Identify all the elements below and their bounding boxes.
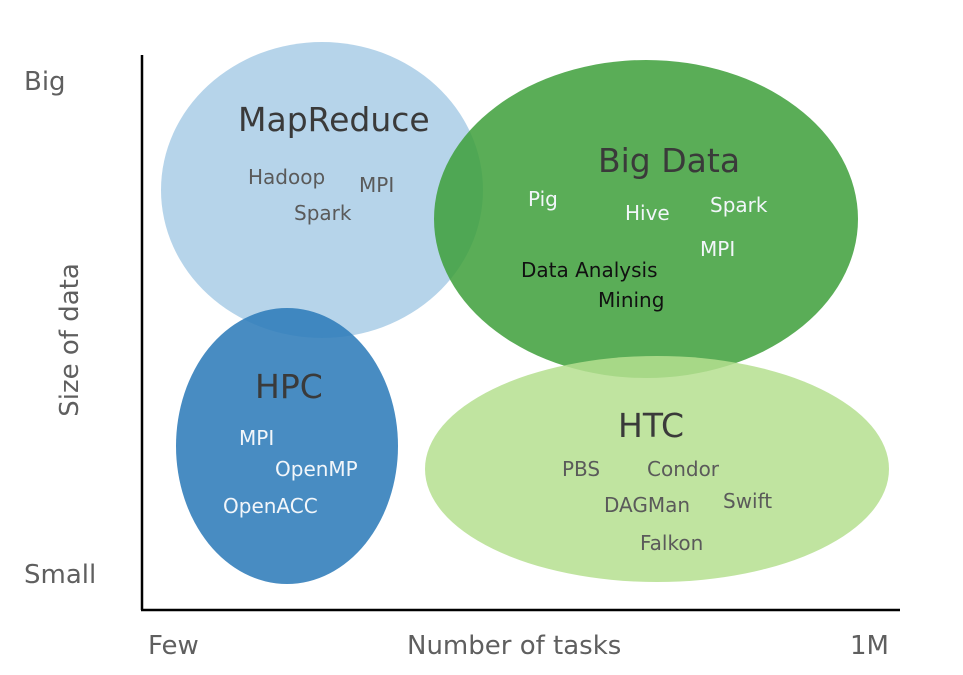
mapreduce-item-hadoop: Hadoop [248,165,326,189]
x-axis-title: Number of tasks [407,631,622,661]
hpc-ellipse [176,308,398,584]
bigdata-ellipse [434,60,858,378]
mapreduce-item-mpi: MPI [359,173,395,197]
hpc-item-mpi: MPI [239,426,275,450]
htc-item-dagman: DAGMan [604,493,691,517]
hpc-item-openmp: OpenMP [275,457,358,481]
mapreduce-title: MapReduce [238,100,430,139]
htc-item-condor: Condor [647,457,720,481]
hpc-item-openacc: OpenACC [223,494,318,518]
y-axis-title: Size of data [55,263,85,417]
x-axis-left-label: Few [148,631,199,661]
htc-item-pbs: PBS [562,457,601,481]
hpc-title: HPC [255,367,323,406]
bigdata-item-data-analysis: Data Analysis [521,258,658,282]
bigdata-title: Big Data [598,141,741,180]
htc-ellipse [425,356,889,582]
htc-item-falkon: Falkon [640,531,704,555]
htc-title: HTC [618,406,685,445]
bigdata-item-mpi: MPI [700,237,736,261]
mapreduce-item-spark: Spark [294,201,352,225]
bigdata-item-pig: Pig [528,187,558,211]
bigdata-item-mining: Mining [598,288,665,312]
htc-item-swift: Swift [723,489,773,513]
bigdata-item-spark: Spark [710,193,768,217]
mapreduce-ellipse [161,42,483,338]
x-axis-right-label: 1M [850,631,889,661]
y-axis-bottom-label: Small [24,560,97,590]
y-axis-top-label: Big [24,67,66,97]
bigdata-item-hive: Hive [625,201,670,225]
